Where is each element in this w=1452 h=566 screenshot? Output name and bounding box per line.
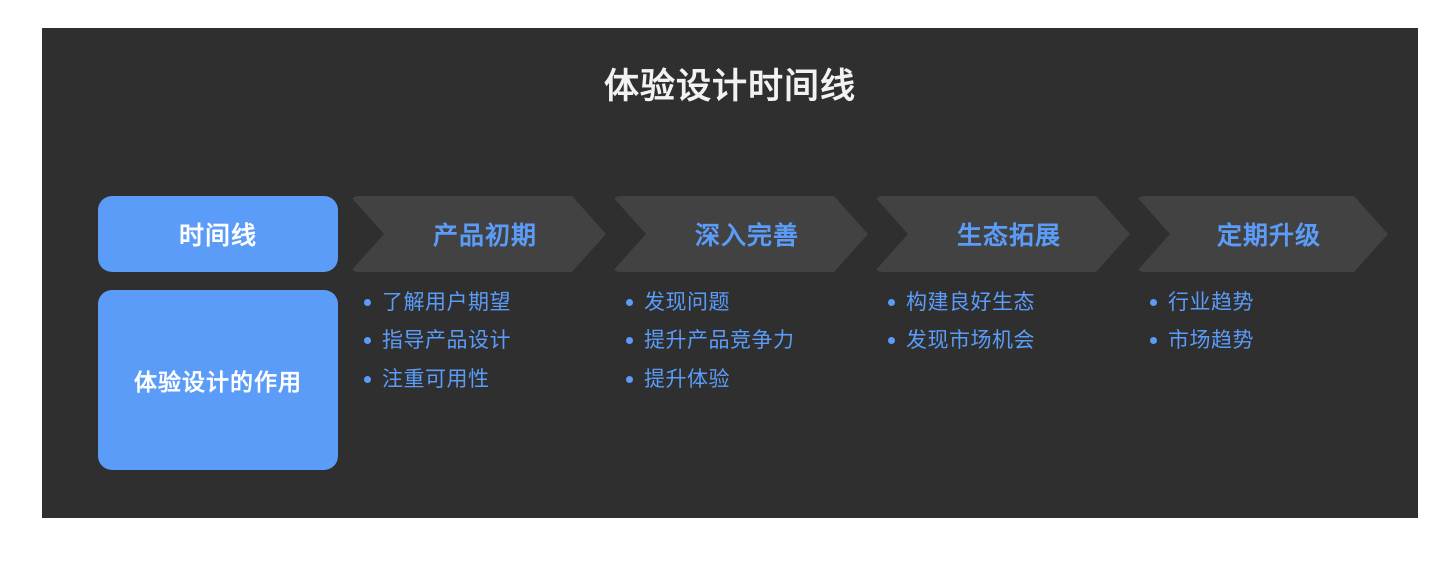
list-item: 提升体验 xyxy=(626,367,876,393)
bullet-label: 构建良好生态 xyxy=(906,291,1035,314)
diagram-card: 体验设计时间线 时间线 产品初期 深入完善 生态拓展 定期升级 体验设计的作用 xyxy=(42,28,1418,518)
bullet-dot-icon xyxy=(626,337,633,345)
list-item: 提升产品竞争力 xyxy=(626,328,876,354)
list-item: 指导产品设计 xyxy=(364,328,614,354)
list-item: 市场趋势 xyxy=(1150,328,1400,354)
bullet-label: 提升产品竞争力 xyxy=(644,329,795,353)
bullet-column-3: 构建良好生态 发现市场机会 xyxy=(888,290,1138,367)
list-item: 发现问题 xyxy=(626,290,876,316)
bullet-dot-icon xyxy=(626,299,633,306)
role-header-box[interactable]: 体验设计的作用 xyxy=(98,290,338,470)
bullet-dot-icon xyxy=(1150,299,1157,306)
bullet-label: 发现问题 xyxy=(644,291,730,314)
bullet-label: 提升体验 xyxy=(644,367,730,391)
bullet-label: 了解用户期望 xyxy=(382,291,511,314)
page-title: 体验设计时间线 xyxy=(603,67,856,106)
bullet-label: 市场趋势 xyxy=(1168,329,1254,353)
bullet-dot-icon xyxy=(626,375,633,383)
bullet-dot-icon xyxy=(888,337,895,345)
bullet-label: 指导产品设计 xyxy=(382,329,511,353)
bullet-column-1: 了解用户期望 指导产品设计 注重可用性 xyxy=(364,290,614,405)
role-row: 体验设计的作用 了解用户期望 指导产品设计 注重可用性 xyxy=(98,290,1388,470)
bullet-label: 行业趋势 xyxy=(1168,291,1254,314)
stage-chevron-2[interactable]: 深入完善 xyxy=(612,196,868,272)
bullet-column-4: 行业趋势 市场趋势 xyxy=(1150,290,1400,367)
bullet-dot-icon xyxy=(1150,337,1157,345)
list-item: 构建良好生态 xyxy=(888,290,1138,316)
bullet-dot-icon xyxy=(364,375,371,383)
stage-chevron-2-label: 深入完善 xyxy=(694,222,799,250)
bullet-dot-icon xyxy=(364,299,371,306)
list-item: 了解用户期望 xyxy=(364,290,614,316)
stage-header-timeline-label: 时间线 xyxy=(178,222,257,250)
list-item: 发现市场机会 xyxy=(888,328,1138,354)
stage-chevron-1-label: 产品初期 xyxy=(432,222,537,250)
stage-chevron-3-label: 生态拓展 xyxy=(956,222,1061,250)
stage-chevron-3[interactable]: 生态拓展 xyxy=(874,196,1130,272)
bullet-dot-icon xyxy=(364,337,371,345)
stage-chevron-1[interactable]: 产品初期 xyxy=(350,196,606,272)
bullet-label: 发现市场机会 xyxy=(906,329,1035,353)
stage-chevron-4-label: 定期升级 xyxy=(1216,222,1321,250)
bullet-dot-icon xyxy=(888,299,895,306)
bullet-label: 注重可用性 xyxy=(382,367,490,391)
stage-header-timeline[interactable]: 时间线 xyxy=(98,196,338,272)
stage-row: 时间线 产品初期 深入完善 生态拓展 定期升级 xyxy=(98,196,1388,272)
list-item: 行业趋势 xyxy=(1150,290,1400,316)
list-item: 注重可用性 xyxy=(364,367,614,393)
role-header-label: 体验设计的作用 xyxy=(134,369,302,395)
bullet-column-2: 发现问题 提升产品竞争力 提升体验 xyxy=(626,290,876,405)
stage-chevron-4[interactable]: 定期升级 xyxy=(1136,196,1388,272)
